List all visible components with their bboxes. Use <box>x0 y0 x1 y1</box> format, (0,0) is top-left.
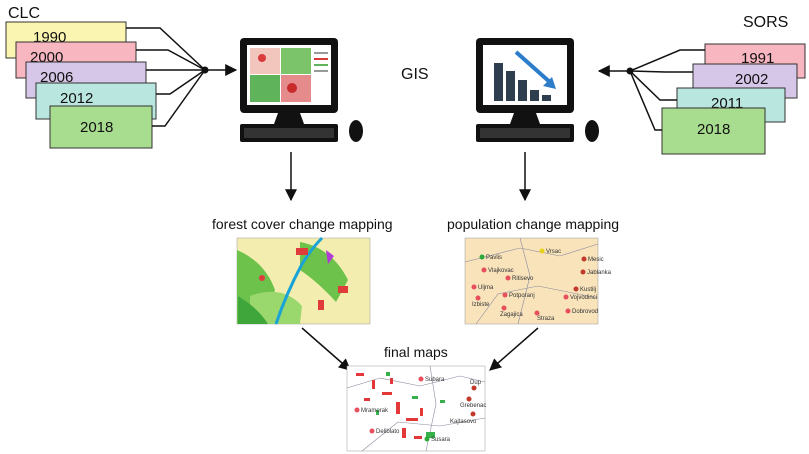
pop-label-potporanj: Potporanj <box>509 293 535 299</box>
final-map: Subara Mramorak Deliblato Susara Dup Gre… <box>346 365 486 452</box>
bar-icon-5 <box>542 95 551 101</box>
clc-year-2018: 2018 <box>80 119 113 136</box>
bar-icon-3 <box>518 80 527 101</box>
decline-arrow-icon <box>543 77 556 89</box>
arrow-population-to-final <box>489 327 539 371</box>
forest-marker <box>326 250 334 264</box>
final-label-grebenac: Grebenac <box>460 403 486 409</box>
gis-computer-left <box>240 38 363 142</box>
pop-label-pavlis: Pavlis <box>486 255 502 261</box>
gis-computer-right <box>476 38 599 142</box>
bar-icon-2 <box>506 71 515 101</box>
population-stage-label: population change mapping <box>447 216 619 232</box>
clc-year-2012: 2012 <box>60 90 93 107</box>
pop-label-vlajkovac: Vlajkovac <box>488 268 514 274</box>
pop-label-ritisevo: Ritisevo <box>512 276 534 282</box>
sors-year-2018: 2018 <box>697 121 730 138</box>
clc-title: CLC <box>8 5 40 22</box>
sors-card-2018: 2018 <box>661 107 766 155</box>
bar-icon-4 <box>530 90 539 101</box>
sors-title: SORS <box>743 14 788 31</box>
pop-label-zagajica: Zagajica <box>500 312 523 318</box>
clc-connectors <box>126 27 238 127</box>
population-change-map: Vrsac Pavlis Vlajkovac Ritisevo Uljma Po… <box>464 237 612 325</box>
forest-stage-label: forest cover change mapping <box>212 216 393 232</box>
final-label-mramorak: Mramorak <box>361 408 389 414</box>
arrow-forest-to-final <box>301 327 351 371</box>
final-stage-label: final maps <box>384 344 448 360</box>
final-label-dup: Dup <box>470 380 482 386</box>
sors-year-2002: 2002 <box>735 71 768 88</box>
pop-label-uljma: Uljma <box>478 285 494 291</box>
forest-cover-map <box>236 236 371 325</box>
final-label-kajtasovo: Kajtasovo <box>450 419 477 425</box>
pop-label-jablanka: Jablanka <box>587 270 612 276</box>
sors-connectors <box>597 49 705 131</box>
pop-label-vrsac: Vrsac <box>546 249 561 255</box>
clc-card-2018: 2018 <box>49 105 153 149</box>
final-label-susara: Susara <box>431 437 451 443</box>
final-label-deliblato: Deliblato <box>376 429 400 435</box>
pop-label-straza: Straza <box>537 316 555 322</box>
pop-label-kustilj: Kustilj <box>580 287 596 293</box>
gis-label: GIS <box>401 66 429 83</box>
pop-label-dobrovod: Dobrovod <box>572 309 598 315</box>
pop-label-izbiste: Izbiste <box>472 302 490 308</box>
pop-label-vojvodinci: Vojvodinci <box>570 295 597 301</box>
pop-label-mesic: Mesic <box>588 257 604 263</box>
sors-year-1991: 1991 <box>741 50 774 67</box>
final-label-subara: Subara <box>425 377 445 383</box>
bar-icon-1 <box>494 63 503 101</box>
clc-year-2006: 2006 <box>40 69 73 86</box>
